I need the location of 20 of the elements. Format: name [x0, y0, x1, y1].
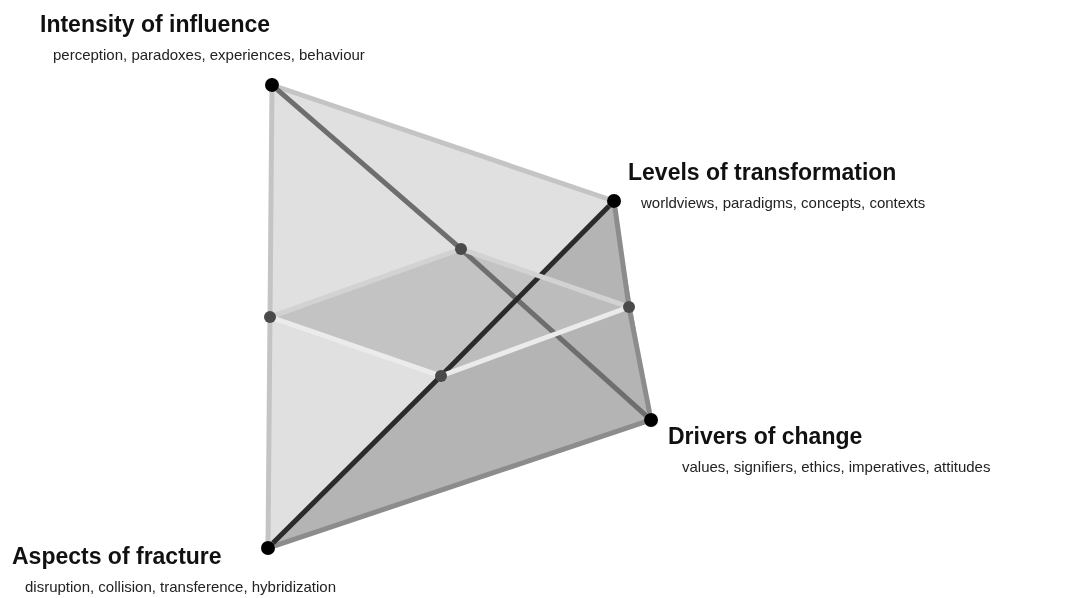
vertex-heading: Aspects of fracture	[12, 542, 223, 571]
vertex-heading: Levels of transformation	[628, 158, 898, 187]
edge-line	[273, 248, 458, 318]
vertex-description: values, signifiers, ethics, imperatives, attitudes	[682, 457, 991, 477]
edge-line	[267, 91, 275, 313]
edge-line	[627, 311, 653, 414]
edge-line	[444, 306, 626, 377]
vertex-description: worldviews, paradigms, concepts, contexts	[641, 193, 926, 213]
vertex-heading: Intensity of influence	[40, 10, 272, 39]
edge-line	[273, 419, 646, 549]
edge-line	[265, 321, 273, 542]
edge-line	[612, 207, 631, 303]
edge-line	[277, 84, 609, 202]
edge-line	[464, 248, 626, 308]
edge-line	[273, 316, 438, 377]
vertex-description: disruption, collision, transference, hybridization	[25, 577, 336, 597]
edge-line	[275, 87, 459, 248]
vertex-description: perception, paradoxes, experiences, behaviour	[53, 45, 365, 65]
edge-line	[271, 377, 440, 545]
vertex-heading: Drivers of change	[668, 422, 864, 451]
